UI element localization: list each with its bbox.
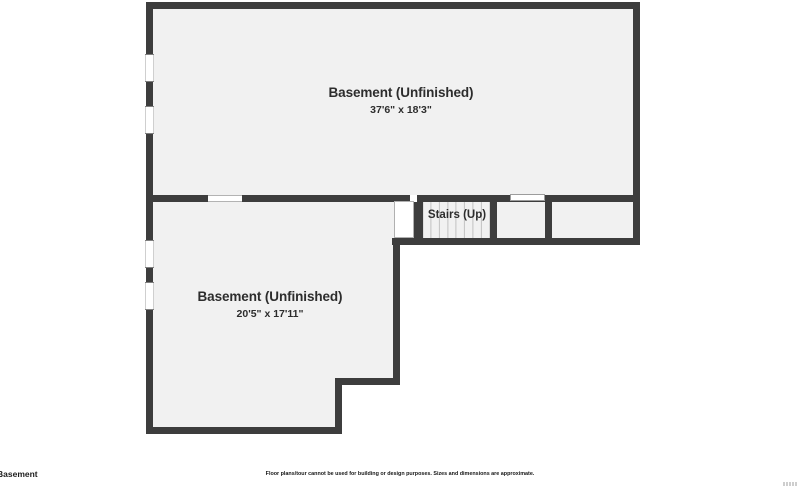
notch-top-wall: [335, 378, 400, 385]
window: [145, 54, 154, 82]
landing-floor: [494, 198, 548, 242]
notch-side-wall: [335, 378, 342, 434]
top-room-floor: [149, 5, 636, 198]
lower-room-floor-bottom: [149, 198, 338, 430]
window: [145, 282, 154, 310]
disclaimer-text: Floor plans/tour cannot be used for buil…: [265, 471, 535, 477]
door-opening-lower-room: [208, 195, 242, 202]
lower-room-right-wall: [393, 238, 400, 385]
window: [145, 240, 154, 268]
left-wall: [146, 2, 153, 434]
lower-room-label: Basement (Unfinished) 20'5" x 17'11": [150, 289, 390, 321]
lower-room-dimensions: 20'5" x 17'11": [236, 307, 304, 320]
landing-right-wall: [545, 195, 552, 245]
stair-treads: [423, 202, 490, 238]
door-gap-stairs: [410, 195, 417, 202]
watermark: [783, 482, 797, 486]
door-leaf: [394, 201, 414, 238]
right-wall: [633, 2, 640, 245]
top-room-name: Basement (Unfinished): [328, 85, 474, 100]
stairs-left-wall: [414, 195, 423, 245]
lower-room-bottom-wall: [146, 427, 342, 434]
top-room-dimensions: 37'6" x 18'3": [370, 103, 432, 116]
door-opening-landing: [510, 194, 545, 201]
top-room-label: Basement (Unfinished) 37'6" x 18'3": [281, 85, 521, 117]
top-wall: [146, 2, 640, 9]
window: [145, 106, 154, 134]
stairs-right-wall: [490, 198, 497, 245]
mid-wall: [146, 195, 640, 202]
lower-room-name: Basement (Unfinished): [197, 289, 343, 304]
right-section-floor: [548, 198, 636, 241]
stairs-label: Stairs (Up): [427, 209, 487, 221]
floor-name-label: Basement: [0, 469, 38, 479]
stairs-bottom-wall: [392, 238, 640, 245]
